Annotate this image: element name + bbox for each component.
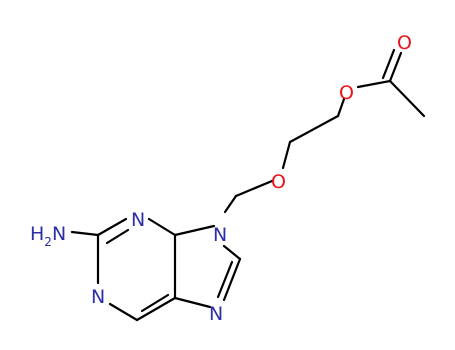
bond-n1-c6: [108, 302, 139, 322]
bonds: [70, 48, 426, 322]
bond-o-ch2: [281, 140, 292, 170]
bond-n9-ch2: [223, 194, 238, 214]
bond-n9-c8: [222, 244, 242, 261]
atom-n3: N: [131, 209, 145, 231]
bond-c8-n7-inner: [216, 260, 234, 299]
bond-c-o-double-b: [381, 48, 396, 80]
amino-label: H2N: [30, 223, 66, 249]
atom-n1: N: [91, 286, 105, 308]
atom-o-carbonyl: O: [397, 32, 412, 54]
bond-n3-c4: [147, 217, 177, 237]
bond-c6-c5: [135, 296, 177, 322]
bond-ch2-ch2: [288, 114, 340, 144]
bond-c6-c5-inner: [140, 293, 170, 313]
atom-n9: N: [213, 224, 227, 246]
bond-n7-c5: [173, 296, 212, 309]
bond-ch2-oester: [336, 97, 346, 118]
bond-c8-n7: [222, 257, 242, 302]
bond-c2-n3-inner: [105, 228, 130, 245]
bond-oester-c: [356, 79, 392, 89]
bond-c-o-double-a: [388, 51, 403, 83]
bond-ch2-o: [234, 179, 274, 198]
bond-c2-n3: [96, 217, 128, 237]
atom-n7: N: [209, 303, 223, 325]
atom-o-ether: O: [271, 171, 286, 193]
bond-c2-nh2: [70, 230, 100, 237]
bond-c4-n9: [173, 224, 216, 237]
atom-o-ester: O: [339, 82, 354, 104]
atom-labels: H2N N N N N O O O: [30, 32, 412, 325]
bond-c-me: [388, 79, 426, 118]
